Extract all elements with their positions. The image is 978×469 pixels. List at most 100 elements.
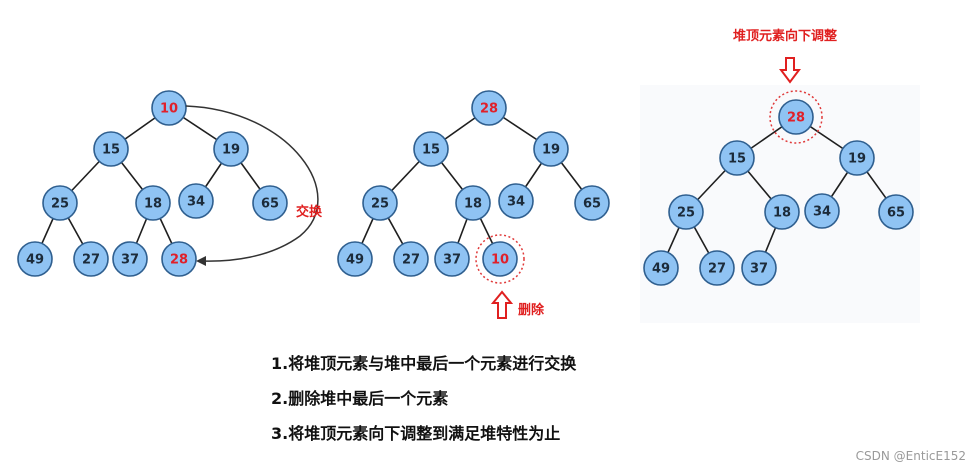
step-2-text: 2.删除堆中最后一个元素 [271, 389, 449, 408]
heap-node: 19 [839, 140, 875, 176]
heap-node-value: 37 [443, 253, 461, 268]
heap-node: 49 [17, 241, 53, 277]
heap-node-value: 25 [51, 197, 69, 212]
heap-node-value: 18 [464, 197, 482, 212]
heap-node-circle [719, 140, 755, 176]
heap-node-circle [362, 185, 398, 221]
heap-node-value: 49 [26, 253, 44, 268]
heap-node: 37 [434, 241, 470, 277]
top-caption: 堆顶元素向下调整 [733, 28, 838, 44]
heap-node: 34 [498, 183, 534, 219]
swap-arrow [185, 105, 319, 262]
step-3-text: 3.将堆顶元素向下调整到满足堆特性为止 [271, 424, 561, 443]
heap-node: 65 [252, 185, 288, 221]
heap-node: 10 [482, 241, 518, 277]
heap-node-circle [778, 99, 814, 135]
heap-node: 19 [213, 131, 249, 167]
heap-node: 28 [471, 90, 507, 126]
heap-node-circle [413, 131, 449, 167]
heap-node: 18 [135, 185, 171, 221]
heap-node-circle [878, 194, 914, 230]
heap-node-circle [151, 90, 187, 126]
heap-node-value: 28 [170, 253, 188, 268]
heap-node-circle [434, 241, 470, 277]
heap-node-value: 27 [82, 253, 100, 268]
heap-node-circle [839, 140, 875, 176]
heap-node-circle [471, 90, 507, 126]
heap-node: 49 [643, 250, 679, 286]
rings-layer [475, 90, 823, 284]
heap-node-circle [741, 250, 777, 286]
delete-label: 删除 [518, 302, 545, 318]
heap-node: 37 [741, 250, 777, 286]
heap-node-value: 10 [491, 253, 509, 268]
heap-node-circle [178, 183, 214, 219]
heap-node-value: 25 [371, 197, 389, 212]
heap-node-value: 10 [160, 102, 178, 117]
heap-node-value: 49 [346, 253, 364, 268]
heap-node-circle [804, 193, 840, 229]
heap-node: 65 [878, 194, 914, 230]
heap-node: 18 [764, 194, 800, 230]
heap-node-value: 19 [222, 143, 240, 158]
heap-node-value: 28 [480, 102, 498, 117]
heap-node: 65 [574, 185, 610, 221]
delete-arrow-icon [490, 290, 514, 319]
heap-node-circle [213, 131, 249, 167]
heap-node: 19 [533, 131, 569, 167]
heap-node: 25 [362, 185, 398, 221]
heap-node-value: 37 [750, 262, 768, 277]
heap-node: 49 [337, 241, 373, 277]
heap-node-value: 15 [102, 143, 120, 158]
heap-node-value: 34 [813, 205, 831, 220]
heap-node-circle [455, 185, 491, 221]
heap-node-circle [42, 185, 78, 221]
heap-node-value: 49 [652, 262, 670, 277]
swap-label: 交换 [296, 204, 323, 220]
heap-node-circle [73, 241, 109, 277]
heap-node: 27 [73, 241, 109, 277]
heap-node-circle [393, 241, 429, 277]
heap-node-circle [337, 241, 373, 277]
heap-node: 15 [719, 140, 755, 176]
heap-node-value: 34 [187, 195, 205, 210]
heap-node-value: 27 [402, 253, 420, 268]
heap-node: 27 [393, 241, 429, 277]
heap-node-value: 65 [887, 206, 905, 221]
heap-node-value: 18 [773, 206, 791, 221]
heap-node-circle [252, 185, 288, 221]
heap-node-circle [643, 250, 679, 286]
heap-node-value: 15 [728, 152, 746, 167]
heap-node: 10 [151, 90, 187, 126]
heap-node-circle [93, 131, 129, 167]
heap-node: 37 [112, 241, 148, 277]
heap-node-value: 28 [787, 111, 805, 126]
heap-node: 34 [804, 193, 840, 229]
heap-node: 15 [93, 131, 129, 167]
heap-node-circle [699, 250, 735, 286]
heap-node-circle [482, 241, 518, 277]
heap-node-circle [135, 185, 171, 221]
down-arrow-icon [779, 57, 801, 84]
nodes-layer: 10 15 19 25 18 34 65 49 27 37 28 28 15 19 25 18 34 65 49 27… [17, 90, 914, 286]
step-1-text: 1.将堆顶元素与堆中最后一个元素进行交换 [271, 354, 577, 373]
heap-node-circle [161, 241, 197, 277]
heap-node-circle [764, 194, 800, 230]
heap-node-value: 25 [677, 206, 695, 221]
heap-node-value: 19 [848, 152, 866, 167]
highlight-ring [475, 234, 525, 284]
heap-node: 25 [42, 185, 78, 221]
heap-node: 27 [699, 250, 735, 286]
heap-node-circle [668, 194, 704, 230]
heap-node: 28 [161, 241, 197, 277]
heap-node-value: 65 [261, 197, 279, 212]
heap-node-circle [533, 131, 569, 167]
heap-node-value: 18 [144, 197, 162, 212]
heap-node-value: 27 [708, 262, 726, 277]
heap-node-value: 37 [121, 253, 139, 268]
heap-node-value: 15 [422, 143, 440, 158]
highlight-ring [769, 90, 823, 144]
watermark: CSDN @EnticE152 [855, 449, 966, 463]
heap-node: 18 [455, 185, 491, 221]
